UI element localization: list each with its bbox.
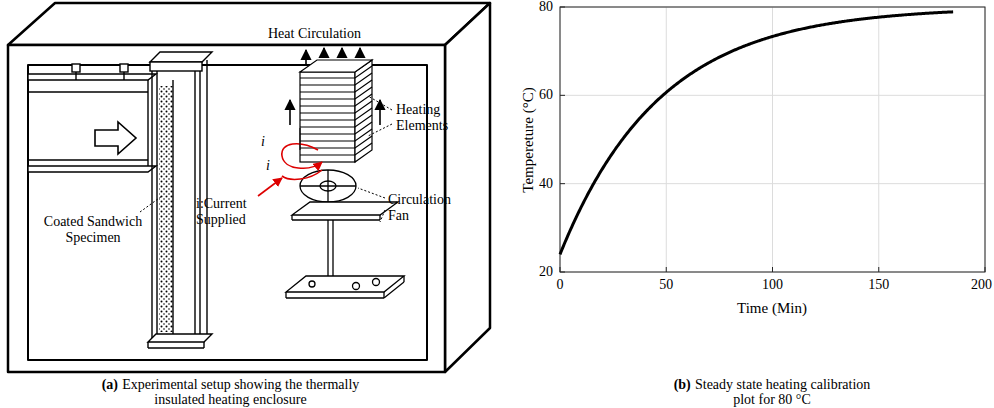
heater-fin xyxy=(300,66,372,78)
caption-text: Experimental setup showing the thermally… xyxy=(122,377,359,407)
heater-fin xyxy=(300,87,372,99)
axis-title: Tempereture (°C) xyxy=(520,87,536,192)
tick-mark xyxy=(560,95,565,96)
annotation-label: Circulation Fan xyxy=(388,192,460,224)
grid-line xyxy=(772,7,773,272)
tick-label: 50 xyxy=(659,277,673,293)
tick-mark xyxy=(560,267,561,272)
tick-label: 80 xyxy=(539,0,553,15)
current-symbol: i xyxy=(261,134,265,150)
heater-fin xyxy=(300,122,372,134)
heater-fin xyxy=(300,115,372,127)
tick-mark xyxy=(560,183,565,184)
heater-fin xyxy=(300,94,372,106)
heater-fin xyxy=(300,129,372,141)
caption-a: (a) Experimental setup showing the therma… xyxy=(98,377,363,407)
heater-fin xyxy=(300,108,372,120)
tick-label: 40 xyxy=(539,176,553,192)
annotation-label: Coated Sandwich Specimen xyxy=(38,214,148,246)
annotation-label: Heat Circulation xyxy=(268,26,361,42)
heater-fin xyxy=(300,101,372,113)
caption-b: (b) Steady state heating calibration plot… xyxy=(672,377,872,407)
line-chart xyxy=(560,7,985,272)
caption-tag: (a) xyxy=(102,377,118,392)
circulation-fan xyxy=(286,170,404,298)
current-symbol: i xyxy=(266,158,270,174)
heater-fin xyxy=(300,143,372,155)
annotation-label: Heating Elements xyxy=(396,102,458,134)
tick-label: 0 xyxy=(557,277,564,293)
grid-line xyxy=(560,183,985,184)
grid-line xyxy=(666,7,667,272)
heat-arrows xyxy=(290,48,380,125)
axis-title: Time (Min) xyxy=(737,300,807,316)
tick-mark xyxy=(772,267,773,272)
tick-label: 60 xyxy=(539,87,553,103)
annotation-label: i:Current Supplied xyxy=(196,196,270,228)
grid-line xyxy=(878,7,879,272)
tick-label: 20 xyxy=(539,264,553,280)
tick-mark xyxy=(985,267,986,272)
tick-mark xyxy=(878,267,879,272)
caption-text: Steady state heating calibration plot fo… xyxy=(695,377,870,407)
tick-mark xyxy=(560,7,565,8)
tick-label: 200 xyxy=(971,277,992,293)
heater-fin xyxy=(300,73,372,85)
coated-specimen xyxy=(159,86,173,332)
tick-mark xyxy=(666,267,667,272)
tick-mark xyxy=(560,272,565,273)
plot-frame xyxy=(560,7,985,272)
grid-line xyxy=(560,95,985,96)
leader-line xyxy=(140,96,392,222)
current-loop xyxy=(258,128,322,196)
duct-channel xyxy=(28,64,156,172)
caption-tag: (b) xyxy=(674,377,691,392)
heater-fin xyxy=(300,80,372,92)
enclosure-box xyxy=(8,3,490,372)
temperature-curve xyxy=(560,12,953,255)
tick-label: 100 xyxy=(762,277,783,293)
tick-label: 150 xyxy=(868,277,889,293)
